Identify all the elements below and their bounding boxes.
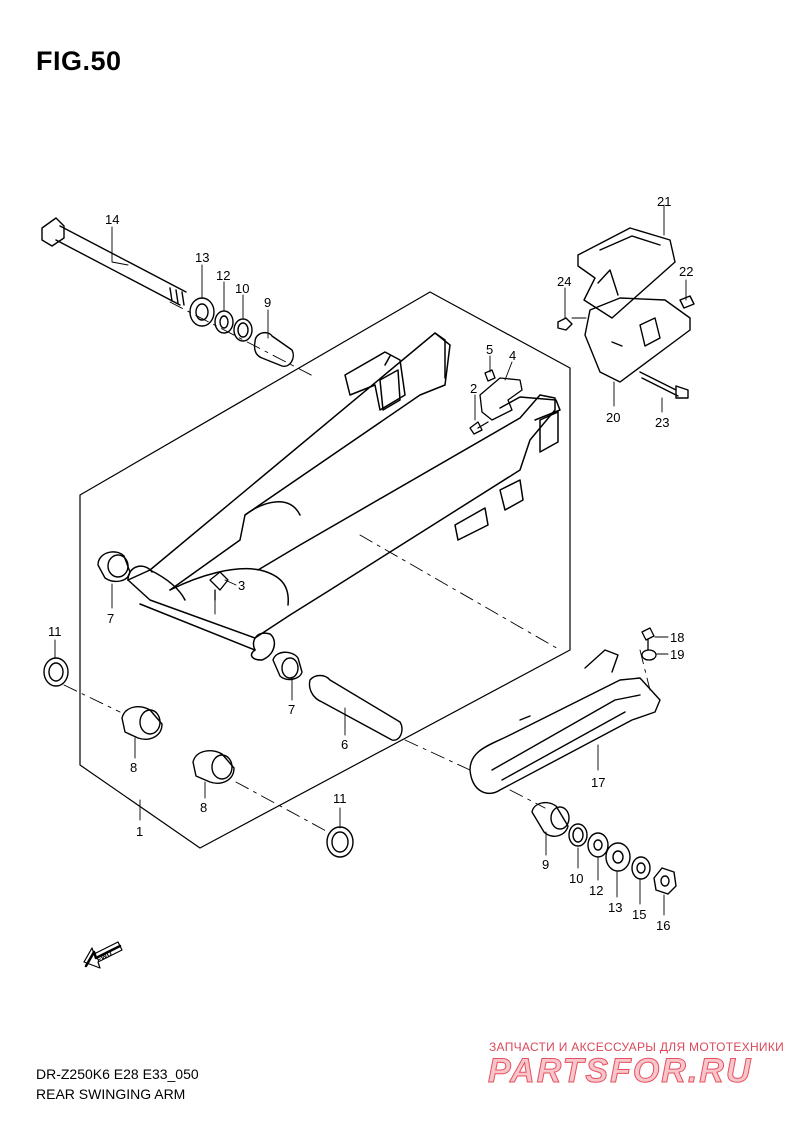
- part-9-spacer-right: [531, 801, 569, 837]
- callout-2: 2: [470, 381, 477, 396]
- callout-23: 23: [655, 415, 669, 430]
- callout-10: 10: [235, 281, 249, 296]
- callout-13-right: 13: [608, 900, 622, 915]
- part-21-guide: [577, 227, 676, 319]
- callout-14: 14: [105, 212, 119, 227]
- part-7-bushing-upper: [97, 551, 131, 583]
- part-22-bolt: [679, 295, 695, 309]
- callout-9: 9: [264, 295, 271, 310]
- callout-18: 18: [670, 630, 684, 645]
- callout-11-left: 11: [48, 624, 62, 639]
- callout-20: 20: [606, 410, 620, 425]
- callout-15: 15: [632, 907, 646, 922]
- part-16-nut-right: [653, 867, 677, 895]
- part-11-seal-left: [43, 657, 69, 687]
- callout-11-bottom: 11: [333, 791, 347, 806]
- watermark-logo: PARTSFOR.RU: [487, 1052, 753, 1091]
- callout-5: 5: [486, 342, 493, 357]
- callout-8-lower: 8: [200, 800, 207, 815]
- part-10-seal-right: [568, 823, 588, 847]
- callout-12: 12: [216, 268, 230, 283]
- callout-24: 24: [557, 274, 571, 289]
- callout-10-right: 10: [569, 871, 583, 886]
- callout-7-upper: 7: [107, 611, 114, 626]
- callout-16: 16: [656, 918, 670, 933]
- part-9-spacer: [253, 331, 294, 367]
- part-20-plate: [584, 297, 691, 383]
- callout-12-right: 12: [589, 883, 603, 898]
- part-10-seal: [233, 318, 253, 342]
- watermark-tagline: ЗАПЧАСТИ И АКСЕССУАРЫ ДЛЯ МОТОТЕХНИКИ: [489, 1040, 785, 1054]
- callout-22: 22: [679, 264, 693, 279]
- part-12-washer-right: [587, 832, 609, 858]
- callout-4: 4: [509, 348, 516, 363]
- callout-19: 19: [670, 647, 684, 662]
- chain-guide-assembly: [557, 227, 695, 399]
- center-lines: [63, 301, 651, 833]
- part-18-screw: [641, 627, 655, 651]
- callout-9-right: 9: [542, 857, 549, 872]
- part-8-bearing-upper: [121, 706, 163, 740]
- callout-3: 3: [238, 578, 245, 593]
- part-13-nut: [189, 297, 215, 327]
- part-3-grease-nipple: [209, 571, 229, 601]
- callout-21: 21: [657, 194, 671, 209]
- part-4-bracket: [479, 377, 523, 421]
- callout-17: 17: [591, 775, 605, 790]
- footer-model-code: DR-Z250K6 E28 E33_050: [36, 1066, 199, 1082]
- part-12-washer: [214, 310, 234, 334]
- assembly-outline: [79, 291, 571, 849]
- swingarm-body: [127, 332, 561, 661]
- footer-title: REAR SWINGING ARM: [36, 1086, 186, 1102]
- small-parts-center: [209, 369, 523, 601]
- part-19-washer: [641, 649, 657, 661]
- part-8-bearing-lower: [192, 750, 235, 784]
- fwd-arrow-icon: FWD: [83, 941, 123, 969]
- part-15-washer-right: [631, 856, 651, 880]
- figure-title: FIG.50: [36, 46, 122, 76]
- leader-lines: [54, 204, 687, 916]
- part-24-nut: [557, 317, 573, 331]
- part-23-bolt: [639, 371, 689, 399]
- axle-hardware-right: [531, 801, 677, 895]
- callout-6: 6: [341, 737, 348, 752]
- left-bearing-parts: [43, 551, 403, 858]
- pivot-hardware-top: [189, 297, 294, 367]
- callout-1: 1: [136, 824, 143, 839]
- callout-8-upper: 8: [130, 760, 137, 775]
- callout-7-lower: 7: [288, 702, 295, 717]
- part-6-spacer: [308, 674, 403, 741]
- part-13-adjuster-right: [605, 842, 631, 872]
- part-2-bolt: [469, 421, 489, 435]
- part-17-chain-slider: [469, 649, 661, 795]
- part-7-bushing-lower: [272, 651, 303, 681]
- part-14-pivot-bolt: [41, 217, 187, 306]
- callout-13: 13: [195, 250, 209, 265]
- slider-fasteners: [641, 627, 657, 661]
